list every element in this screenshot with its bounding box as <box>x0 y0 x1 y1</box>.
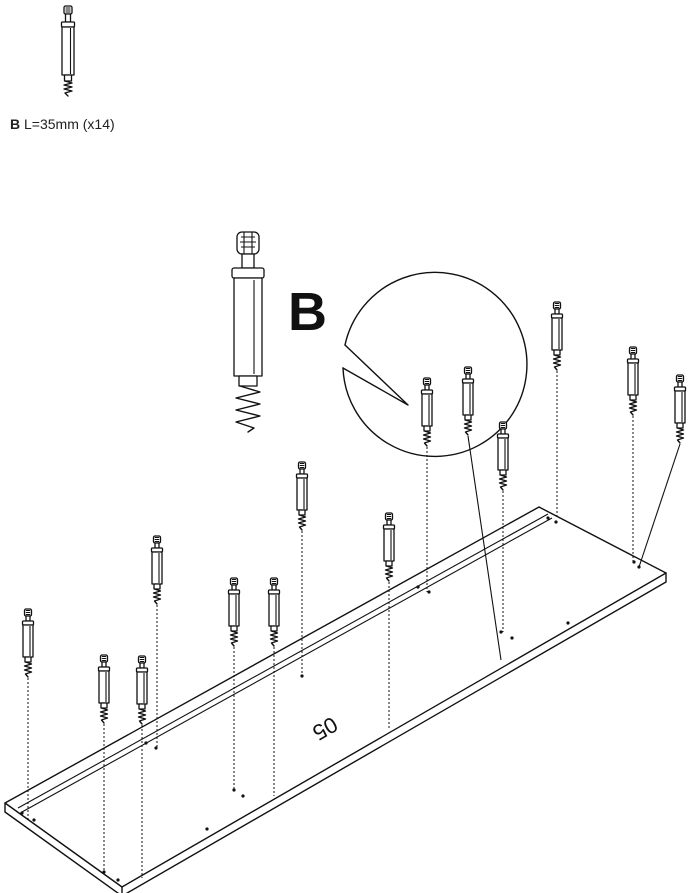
dowel-2 <box>97 654 111 872</box>
cam-dowel-icon <box>60 5 76 97</box>
dowel-11 <box>496 421 510 632</box>
dowel-6 <box>267 577 281 796</box>
dowel-9 <box>420 377 434 592</box>
cam-dowel-icon <box>231 231 265 433</box>
dowel-13 <box>626 346 640 562</box>
dowel-5 <box>227 577 241 790</box>
board-panel <box>4 506 667 893</box>
callout-letter: B <box>288 282 327 342</box>
dowel-10 <box>461 366 502 661</box>
dowel-7 <box>295 461 309 676</box>
dowel-3 <box>135 655 149 878</box>
dowel-8 <box>382 512 396 728</box>
panel-number: 05 <box>308 712 342 746</box>
part-caption: B L=35mm (x14) <box>10 116 115 132</box>
dowel-14 <box>638 374 687 568</box>
dowel-12 <box>550 301 564 518</box>
part-letter: B <box>10 116 21 132</box>
part-spec: L=35mm (x14) <box>24 116 115 132</box>
callout-bubble <box>342 271 528 458</box>
